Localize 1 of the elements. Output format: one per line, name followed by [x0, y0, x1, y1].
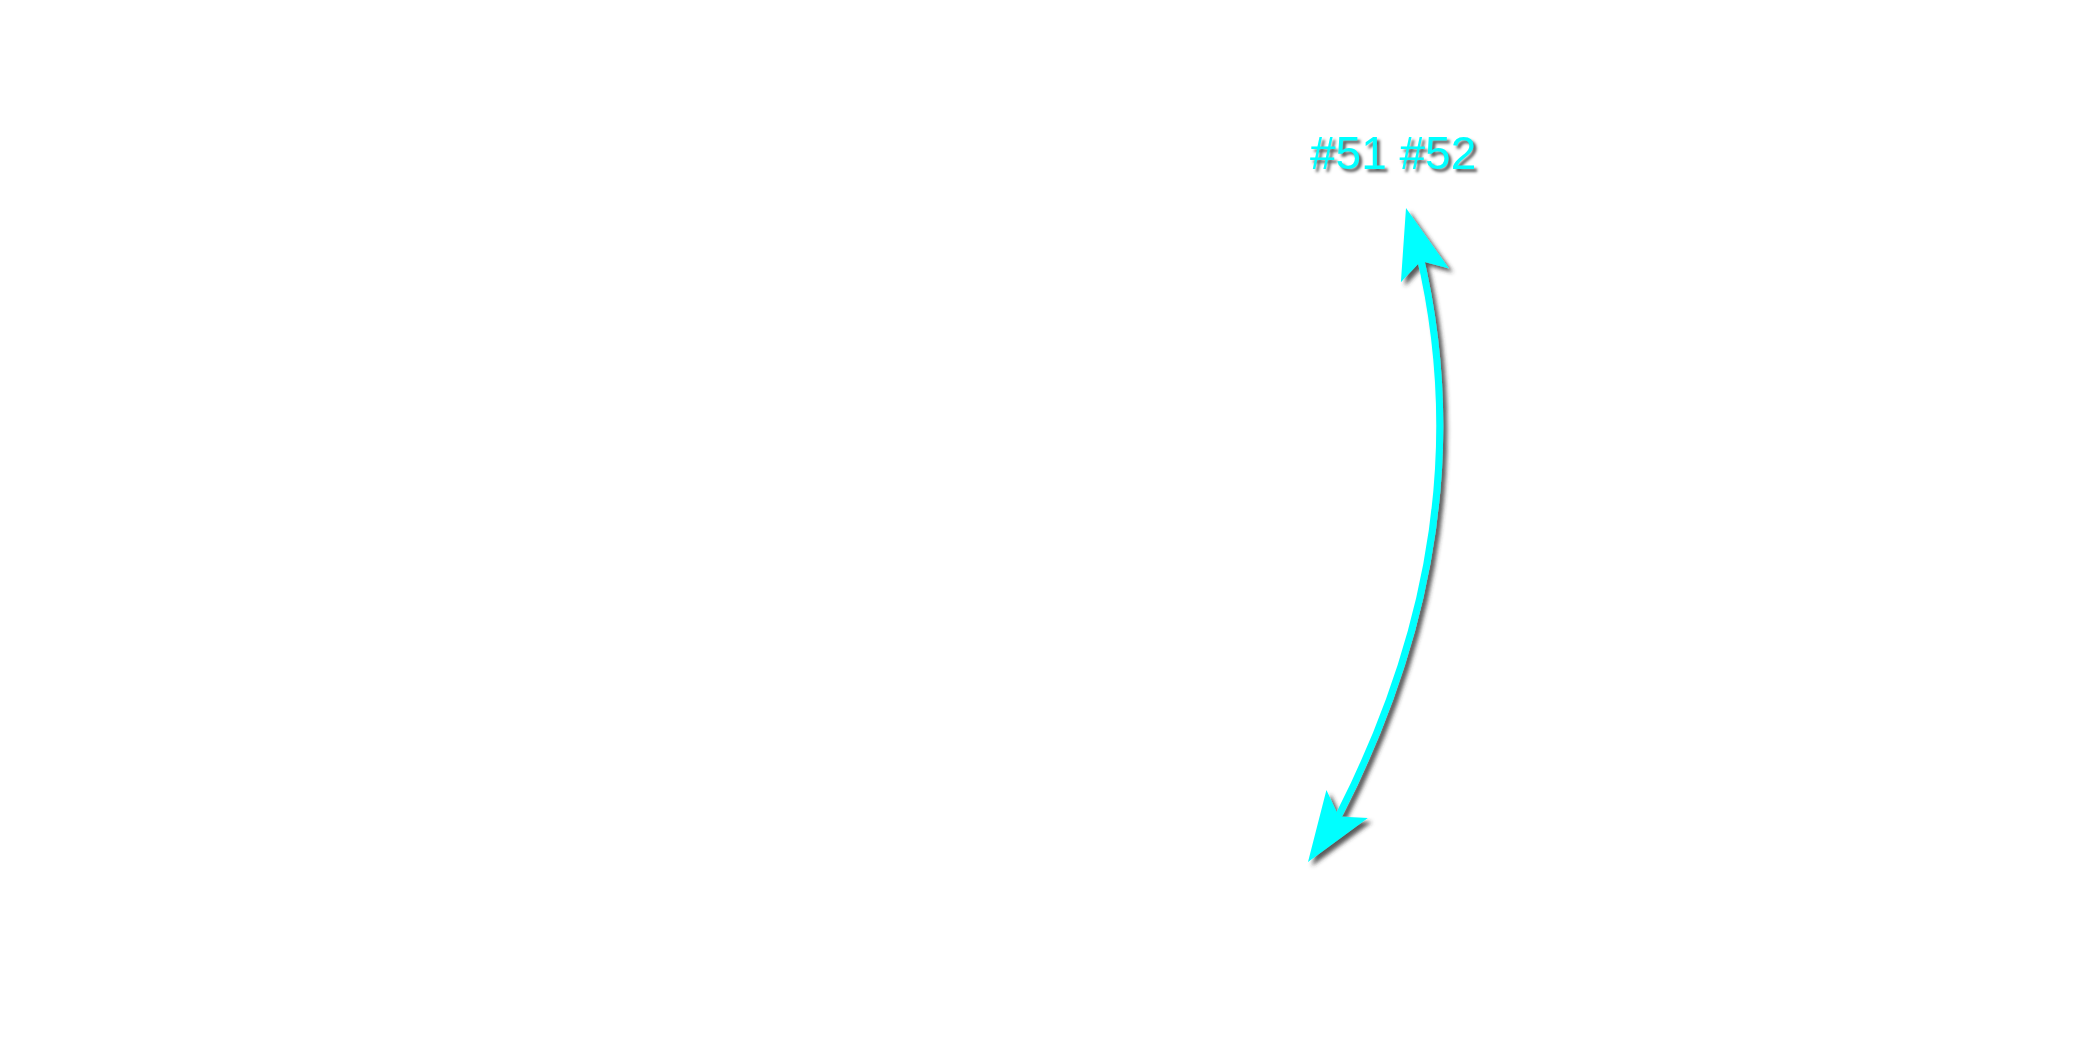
number-label: #51 #52: [1310, 130, 1477, 176]
